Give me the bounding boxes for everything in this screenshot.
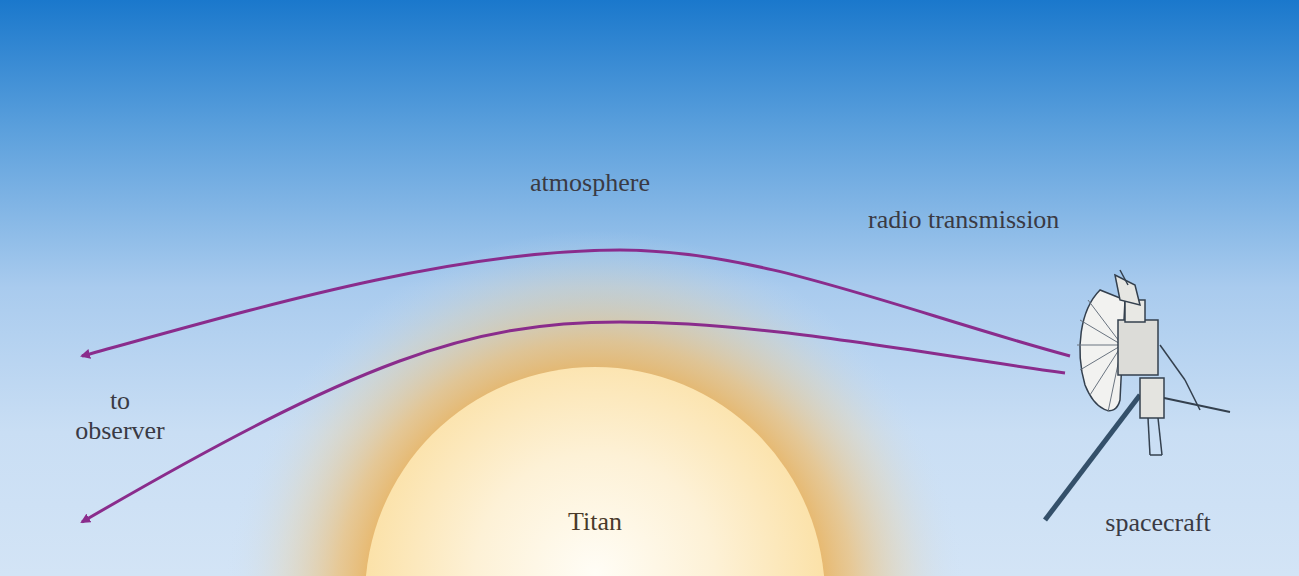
radio-label: radio transmission bbox=[868, 205, 1068, 235]
observer-label: to observer bbox=[65, 386, 175, 446]
radio-path bbox=[82, 250, 1070, 356]
spacecraft-figure bbox=[1045, 270, 1230, 520]
spacecraft-label: spacecraft bbox=[1078, 508, 1238, 538]
atmosphere-label: atmosphere bbox=[460, 168, 720, 198]
atmosphere-glow bbox=[225, 230, 965, 576]
moon-name: Titan bbox=[568, 507, 622, 537]
